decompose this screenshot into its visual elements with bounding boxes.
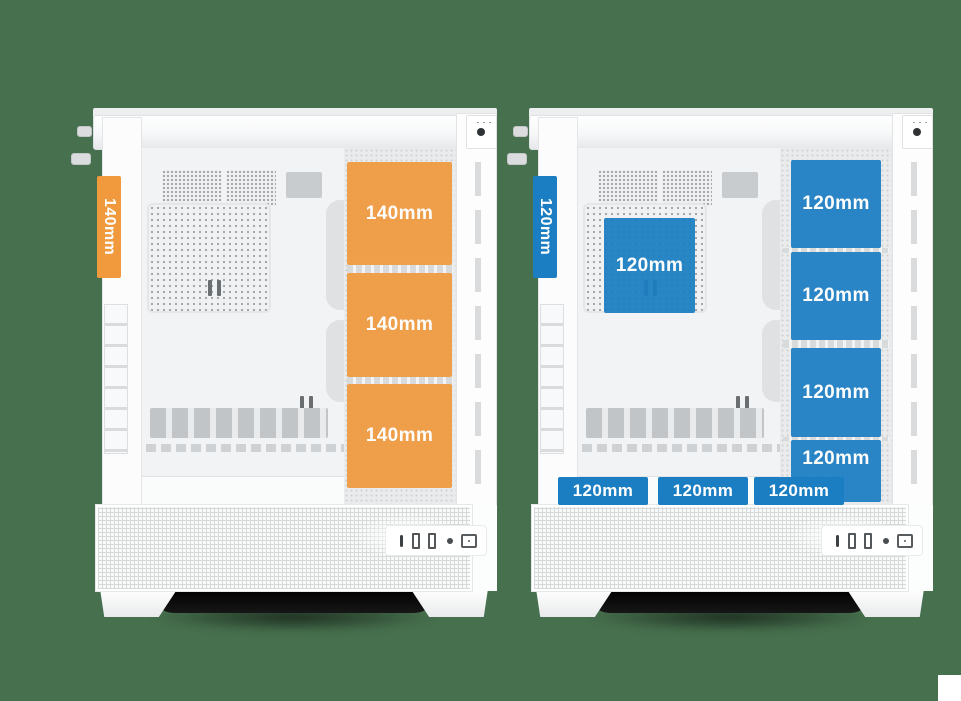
pci-slot-covers (540, 304, 564, 454)
fan-rail (347, 377, 453, 384)
top-panel-face (529, 108, 933, 117)
fan-zone-side-120mm: 120mm (604, 218, 695, 313)
psu-vent-row (146, 444, 346, 452)
top-vent-grid (598, 170, 658, 206)
cable-clip (208, 280, 212, 296)
front-io-panel (822, 526, 922, 555)
fan-rail (347, 265, 453, 273)
fan-zone-front-2-140mm: 140mm (347, 273, 452, 377)
fan-rail (783, 340, 889, 348)
cable-clip (309, 396, 313, 412)
corner-white-block (938, 675, 961, 701)
fan-label-bottom-3-120mm: 120mm (754, 477, 844, 505)
bracket-screw-icon (477, 128, 485, 136)
fan-zone-front-1-120mm: 120mm (791, 160, 881, 248)
top-vent-grid (662, 170, 712, 206)
bracket-dots (475, 121, 493, 124)
io-shield-cutout (286, 172, 322, 198)
audio-jack-icon (447, 538, 453, 544)
thumbscrew-icon (507, 153, 527, 165)
top-vent-grid (162, 170, 222, 206)
pc-case-120mm: 120mm 120mm 120mm 120mm 120mm 120mm 120m… (507, 108, 933, 638)
fan-label-bottom-1-120mm: 120mm (558, 477, 648, 505)
top-panel-face (93, 108, 497, 117)
fan-zone-front-1-140mm: 140mm (347, 162, 452, 265)
top-vent-grid (226, 170, 276, 206)
fan-zone-front-3-120mm: 120mm (791, 348, 881, 437)
io-shield-cutout (722, 172, 758, 198)
top-corner-bracket (902, 115, 933, 149)
psu-vent-grid (586, 408, 764, 438)
power-button-icon (461, 534, 477, 548)
pc-case-140mm: 140mm 140mm 140mm 140mm (71, 108, 497, 638)
pci-slot-covers (104, 304, 128, 454)
top-corner-bracket (466, 115, 497, 149)
fan-label-bottom-2-120mm: 120mm (658, 477, 748, 505)
front-io-panel (386, 526, 486, 555)
psu-vent-grid (150, 408, 328, 438)
thumbscrew-icon (77, 126, 92, 137)
thumbscrew-icon (513, 126, 528, 137)
top-panel (93, 115, 497, 150)
fan-rail (783, 437, 889, 441)
case-underside (588, 591, 872, 613)
cable-clip (217, 280, 221, 296)
usb-c-port-icon (836, 535, 839, 547)
cable-clip (745, 396, 749, 412)
fan-zone-front-2-120mm: 120mm (791, 252, 881, 340)
bracket-screw-icon (913, 128, 921, 136)
usb-a-port-icon (428, 533, 436, 549)
fan-label-rear-140mm: 140mm (97, 176, 121, 278)
usb-a-port-icon (864, 533, 872, 549)
usb-c-port-icon (400, 535, 403, 547)
top-panel (529, 115, 933, 150)
audio-jack-icon (883, 538, 889, 544)
fan-label-rear-120mm: 120mm (533, 176, 557, 278)
cpu-vent-grid (147, 203, 271, 313)
cable-clip (736, 396, 740, 412)
bracket-dots (911, 121, 929, 124)
cable-clip (300, 396, 304, 412)
usb-a-port-icon (412, 533, 420, 549)
psu-vent-row (582, 444, 782, 452)
fan-rail (783, 248, 889, 253)
case-underside (152, 591, 436, 613)
power-button-icon (897, 534, 913, 548)
thumbscrew-icon (71, 153, 91, 165)
usb-a-port-icon (848, 533, 856, 549)
fan-zone-front-3-140mm: 140mm (347, 384, 452, 488)
